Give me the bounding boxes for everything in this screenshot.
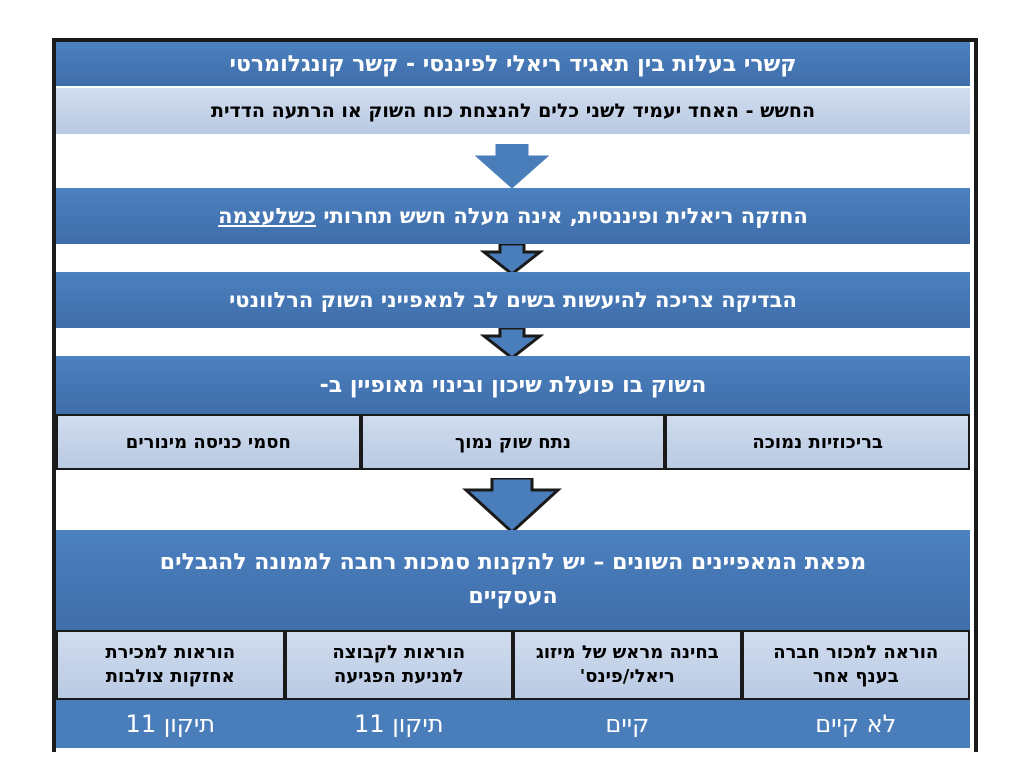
conclusion-text: מפאת המאפיינים השונים – יש להקנות סמכות … (159, 550, 867, 609)
diagram-title: קשרי בעלות בין תאגיד ריאלי לפיננסי - קשר… (56, 42, 970, 86)
market-box: השוק בו פועלת שיכון ובינוי מאופיין ב- (56, 356, 970, 414)
check-box: הבדיקה צריכה להיעשות בשים לב למאפייני הש… (56, 272, 970, 328)
down-arrow-2 (480, 244, 544, 276)
authorities-row: הוראה למכור חברה בענף אחר בחינה מראש של … (56, 630, 970, 700)
down-arrow-4 (462, 478, 562, 534)
authority-cross-holdings: הוראות למכירת אחזקות צולבות (56, 630, 285, 700)
status-exists: קיים (513, 700, 742, 748)
check-text: הבדיקה צריכה להיעשות בשים לב למאפייני הש… (229, 288, 797, 312)
status-amendment-11-b: תיקון 11 (56, 700, 285, 748)
holding-box: החזקה ריאלית ופיננסית, אינה מעלה חשש תחר… (56, 188, 970, 244)
feature-low-market-share: נתח שוק נמוך (360, 414, 666, 470)
status-amendment-11-a: תיקון 11 (284, 700, 513, 748)
concern-text: החשש - האחד יעמיד לשני כלים להנצחת כוח ה… (210, 100, 816, 122)
holding-main-text: החזקה ריאלית ופיננסית, אינה מעלה חשש תחר… (323, 204, 808, 228)
holding-underlined-text: כשלעצמה (218, 204, 316, 228)
feature-low-concentration: בריכוזיות נמוכה (665, 414, 970, 470)
concern-box: החשש - האחד יעמיד לשני כלים להנצחת כוח ה… (56, 86, 970, 134)
title-text: קשרי בעלות בין תאגיד ריאלי לפיננסי - קשר… (229, 51, 797, 77)
holding-text: החזקה ריאלית ופיננסית, אינה מעלה חשש תחר… (218, 204, 808, 228)
status-not-exists: לא קיים (741, 700, 970, 748)
down-arrow-1 (474, 144, 550, 189)
authority-sell-company: הוראה למכור חברה בענף אחר (741, 630, 970, 700)
features-row: בריכוזיות נמוכה נתח שוק נמוך חסמי כניסה … (55, 414, 970, 470)
status-row: לא קיים קיים תיקון 11 תיקון 11 (56, 700, 970, 748)
conclusion-box: מפאת המאפיינים השונים – יש להקנות סמכות … (56, 530, 970, 630)
market-text: השוק בו פועלת שיכון ובינוי מאופיין ב- (319, 372, 707, 398)
feature-minor-entry-barriers: חסמי כניסה מינורים (55, 414, 361, 470)
down-arrow-3 (480, 328, 544, 360)
authority-merger-review: בחינה מראש של מיזוג ריאלי/פינס' (513, 630, 742, 700)
authority-group-instructions: הוראות לקבוצה למניעת הפגיעה (284, 630, 513, 700)
